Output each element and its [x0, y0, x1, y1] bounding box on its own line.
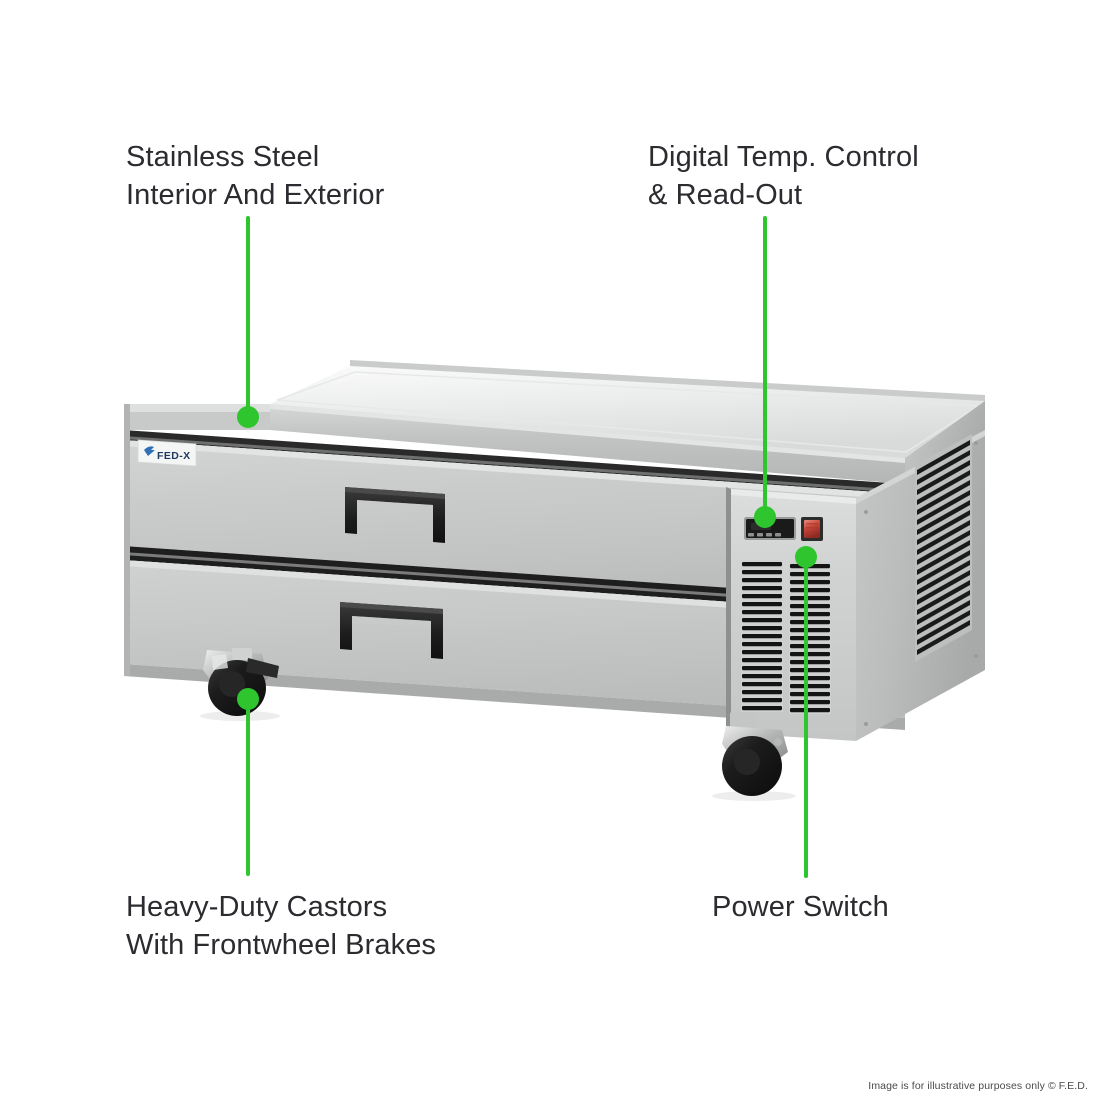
- castor-shadow: [200, 711, 280, 721]
- screw-icon: [974, 654, 978, 658]
- castor-bracket-highlight: [212, 654, 228, 670]
- screw-icon: [864, 510, 868, 514]
- image-disclaimer: Image is for illustrative purposes only …: [868, 1080, 1088, 1092]
- leader-dot-stainless: [237, 406, 259, 428]
- drawer-lower-highlight: [124, 560, 905, 620]
- screw-icon: [864, 722, 868, 726]
- leader-line-digital: [763, 216, 767, 516]
- leader-dot-power: [795, 546, 817, 568]
- leader-line-castors: [246, 698, 250, 876]
- cabinet-right-side: [856, 430, 985, 741]
- castor-hub: [734, 749, 760, 775]
- control-panel-left-seam: [726, 487, 731, 733]
- drawer-gap-highlight: [124, 552, 905, 609]
- leader-dot-digital: [754, 506, 776, 528]
- leader-dot-castors: [237, 688, 259, 710]
- display-button-light-icon[interactable]: [775, 533, 781, 537]
- castor-hub: [219, 671, 245, 697]
- compressor-housing-front: [726, 487, 856, 741]
- drawer-upper-highlight: [124, 440, 905, 500]
- drawer-lower[interactable]: [124, 560, 905, 718]
- top-left-rim-highlight: [124, 404, 270, 412]
- cabinet-top-surface: [270, 366, 985, 458]
- leader-line-stainless: [246, 216, 250, 416]
- top-front-rim: [270, 404, 905, 484]
- display-button-set-icon[interactable]: [766, 533, 772, 537]
- front-right-castor: [722, 712, 788, 796]
- top-rim-highlight: [270, 404, 905, 463]
- castor-shadow: [712, 791, 796, 801]
- front-vent-left: [741, 560, 783, 712]
- callout-label-power: Power Switch: [712, 891, 889, 923]
- top-tray-inner-edge: [276, 371, 981, 453]
- front-left-castor: [203, 648, 279, 716]
- castor-mount-plate: [730, 712, 756, 728]
- power-switch-rocker[interactable]: [804, 520, 820, 538]
- drawer-upper[interactable]: [124, 440, 905, 600]
- top-shadow-gap-highlight: [124, 436, 905, 493]
- callout-label-stainless: Stainless Steel Interior And Exterior: [126, 141, 385, 212]
- castor-mount-plate: [232, 648, 252, 660]
- cabinet-body: [124, 404, 905, 730]
- display-button-down-icon[interactable]: [757, 533, 763, 537]
- brand-logo: FED-X: [137, 439, 197, 467]
- castor-brake-lever[interactable]: [246, 658, 279, 678]
- power-switch-line-1: [806, 523, 818, 525]
- screw-icon: [974, 441, 978, 445]
- cabinet-top: [124, 360, 985, 484]
- castor-axle-nut-icon: [774, 738, 782, 746]
- brand-logo-text: FED-X: [157, 450, 191, 462]
- brand-logo-mark-icon: [144, 446, 155, 456]
- display-button-up-icon[interactable]: [748, 533, 754, 537]
- power-switch[interactable]: [801, 517, 823, 541]
- side-vent-grille: [915, 434, 972, 662]
- cabinet-left-edge: [124, 404, 130, 676]
- drawer-handle-upper[interactable]: [345, 487, 445, 543]
- callout-label-castors: Heavy-Duty Castors With Frontwheel Brake…: [126, 891, 437, 962]
- callout-label-digital: Digital Temp. Control & Read-Out: [648, 141, 919, 212]
- cabinet-bottom-edge: [124, 664, 905, 730]
- power-switch-line-3: [806, 531, 818, 533]
- leader-line-power: [804, 556, 808, 878]
- brand-logo-plate: [137, 439, 197, 467]
- drawer-handle-lower[interactable]: [340, 602, 443, 659]
- control-panel-top-highlight: [731, 489, 856, 504]
- power-switch-line-2: [806, 527, 818, 529]
- front-vent-right: [789, 562, 831, 714]
